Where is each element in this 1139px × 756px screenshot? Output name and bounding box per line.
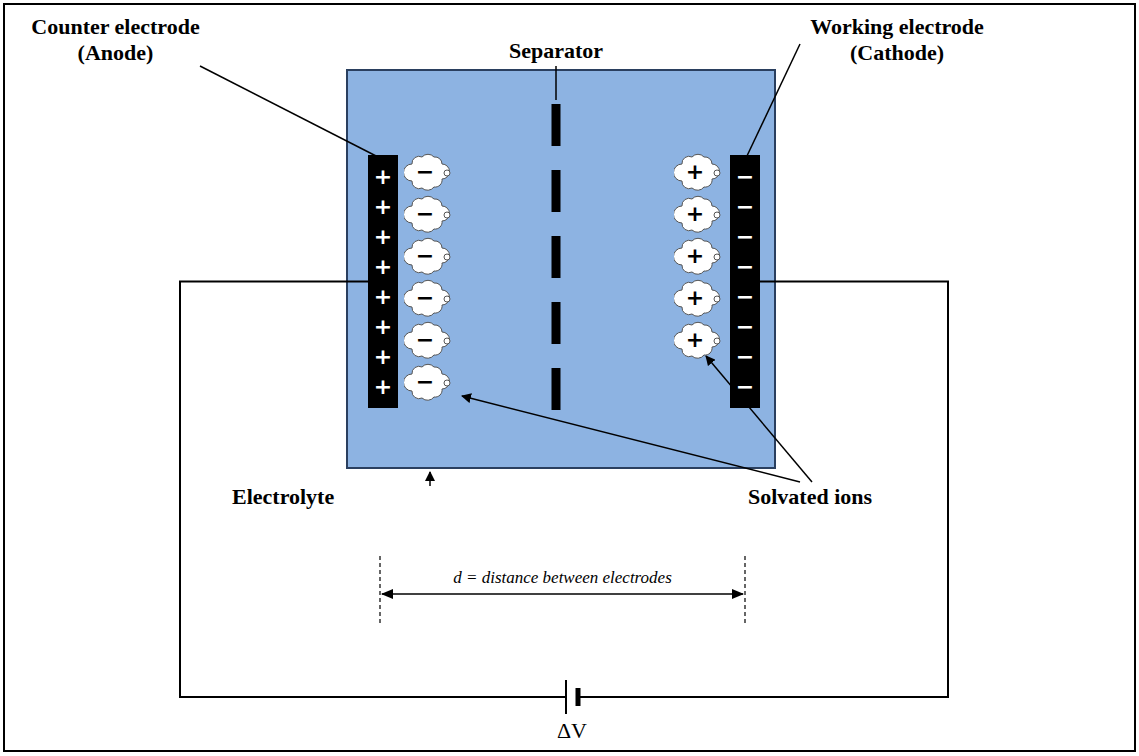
electrolyte-body <box>347 70 775 468</box>
electrode-plate: − − − − − − − − <box>730 155 760 408</box>
dimension-label: d = distance between electrodes <box>380 568 745 588</box>
charge-sign: − <box>404 362 446 402</box>
charge-sign: + <box>674 236 716 276</box>
charge-sign: − <box>404 194 446 234</box>
battery-plate <box>565 680 567 714</box>
solvated-ion: + <box>674 236 730 276</box>
cathode-label: Working electrode (Cathode) <box>772 14 1022 66</box>
solvated-ion: + <box>674 320 730 360</box>
solvated-ion: + <box>674 278 730 318</box>
charge-sign: − <box>404 278 446 318</box>
charge-sign: + <box>674 278 716 318</box>
separator-membrane <box>552 104 561 434</box>
dimension-extension <box>379 556 380 624</box>
dimension-arrow <box>382 593 743 595</box>
anode-label: Counter electrode (Anode) <box>8 14 223 66</box>
solvated-ion: − <box>404 236 460 276</box>
leader-arrow <box>429 472 431 486</box>
leader-line <box>746 44 800 158</box>
charge-sign: − <box>404 152 446 192</box>
ions-label: Solvated ions <box>748 484 968 510</box>
electrode-plate: + + + + + + + + <box>368 155 398 408</box>
battery-plate <box>576 688 581 706</box>
charge-sign: + <box>674 194 716 234</box>
leader-line <box>200 66 380 158</box>
separator-label: Separator <box>476 38 636 64</box>
leader-arrow <box>462 396 800 482</box>
solvated-ion: + <box>674 194 730 234</box>
solvated-ion: − <box>404 278 460 318</box>
charge-sign: − − − − − − − − <box>734 162 756 402</box>
charge-sign: + <box>674 152 716 192</box>
solvated-ion: + <box>674 152 730 192</box>
electrolyte-label: Electrolyte <box>232 484 422 510</box>
charge-sign: − <box>404 320 446 360</box>
solvated-ion: − <box>404 362 460 402</box>
solvated-ion: − <box>404 320 460 360</box>
charge-sign: + + + + + + + + <box>372 162 394 402</box>
solvated-ion: − <box>404 194 460 234</box>
voltage-label: ΔV <box>537 718 607 744</box>
solvated-ion: − <box>404 152 460 192</box>
charge-sign: − <box>404 236 446 276</box>
leader-line <box>555 66 557 100</box>
charge-sign: + <box>674 320 716 360</box>
dimension-extension <box>744 556 745 624</box>
